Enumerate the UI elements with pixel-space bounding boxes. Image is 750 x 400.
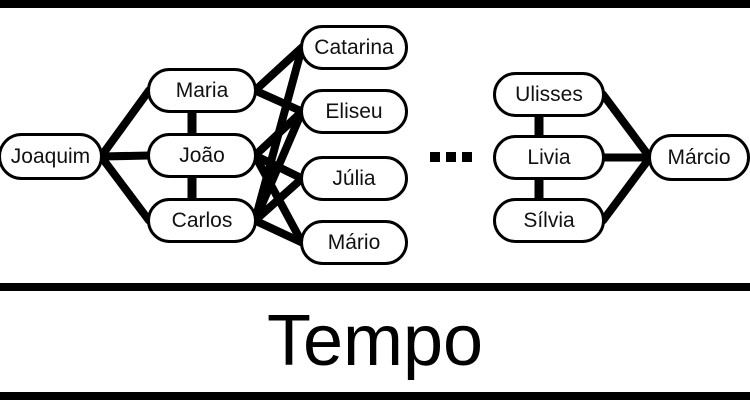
edges-layer [97, 43, 654, 247]
person-node-carlos: Carlos [147, 198, 257, 243]
bottom-border [0, 392, 750, 400]
person-node-maria: Maria [147, 68, 257, 113]
edge-ulisses-marcio [599, 90, 654, 162]
time-axis-label: Tempo [266, 301, 484, 381]
edge-joaquim-joao [97, 151, 153, 161]
person-node-marcio: Márcio [648, 134, 750, 181]
ellipsis-dot [430, 152, 440, 162]
edge-carlos-catarina [251, 43, 306, 225]
edge-maria-catarina [251, 43, 306, 95]
person-node-joao: João [147, 133, 257, 178]
person-node-mario: Mário [300, 220, 408, 265]
person-node-julia: Júlia [300, 156, 408, 201]
edge-carlos-julia [251, 174, 306, 225]
person-node-joaquim: Joaquim [0, 133, 103, 180]
edge-joaquim-carlos [97, 152, 153, 225]
edge-carlos-mario [251, 216, 306, 247]
ellipsis-dot [462, 152, 472, 162]
top-border [0, 0, 750, 8]
ellipsis-dot [446, 152, 456, 162]
edge-joaquim-maria [97, 86, 153, 161]
timeline-axis-divider [0, 283, 750, 291]
person-node-ulisses: Ulisses [493, 72, 605, 117]
person-node-eliseu: Eliseu [300, 89, 408, 134]
person-node-catarina: Catarina [300, 25, 408, 70]
person-node-silvia: Sílvia [493, 198, 605, 243]
edge-silvia-marcio [599, 153, 654, 225]
person-node-livia: Livia [493, 135, 605, 180]
edge-carlos-eliseu [251, 107, 306, 225]
edge-maria-eliseu [251, 86, 306, 116]
